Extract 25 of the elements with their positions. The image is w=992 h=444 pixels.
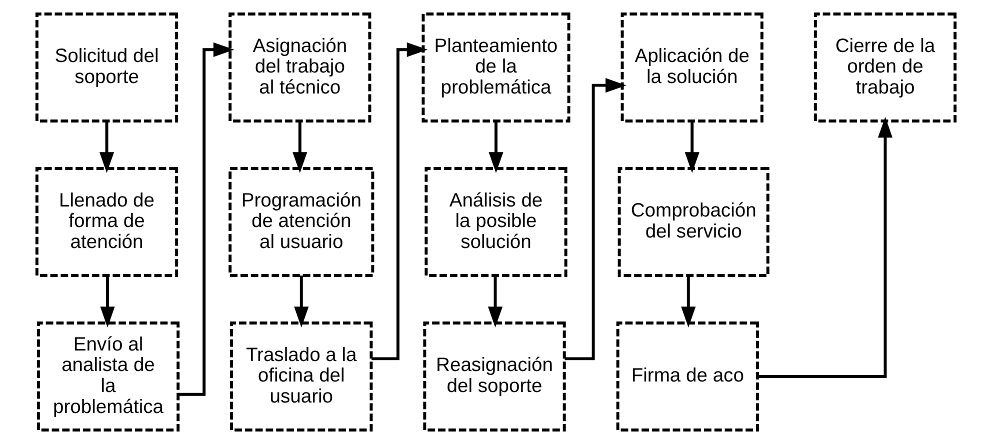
arrow [488, 276, 503, 328]
node-box: Planteamiento de la problemática [422, 12, 570, 122]
arrow [100, 276, 115, 328]
node-box: Programación de atención al usuario [228, 167, 374, 277]
arrow [292, 121, 308, 173]
arrow [488, 121, 504, 173]
arrow [178, 42, 234, 396]
arrow [372, 42, 428, 360]
node-box: Firma de aco [616, 322, 759, 432]
node-box: Análisis de la posible solución [424, 167, 568, 277]
node-box: Reasignación del soporte [423, 322, 566, 432]
arrow [99, 121, 114, 173]
arrow [681, 276, 696, 328]
node-box: Aplicación de la solución [620, 12, 764, 122]
node-box: Envío al analista de la problemática [36, 322, 180, 432]
arrow [294, 276, 309, 328]
arrow [684, 121, 700, 173]
node-box: Asignación del trabajo al técnico [228, 12, 372, 122]
arrow [564, 78, 626, 360]
node-box: Traslado a la oficina del usuario [230, 322, 373, 432]
arrow [758, 116, 893, 378]
node-box: Solicitud del soporte [35, 12, 178, 122]
node-box: Cierre de la orden de trabajo [814, 12, 957, 122]
node-box: Comprobación del servicio [618, 167, 770, 277]
node-box: Llenado de forma de atención [35, 167, 178, 277]
